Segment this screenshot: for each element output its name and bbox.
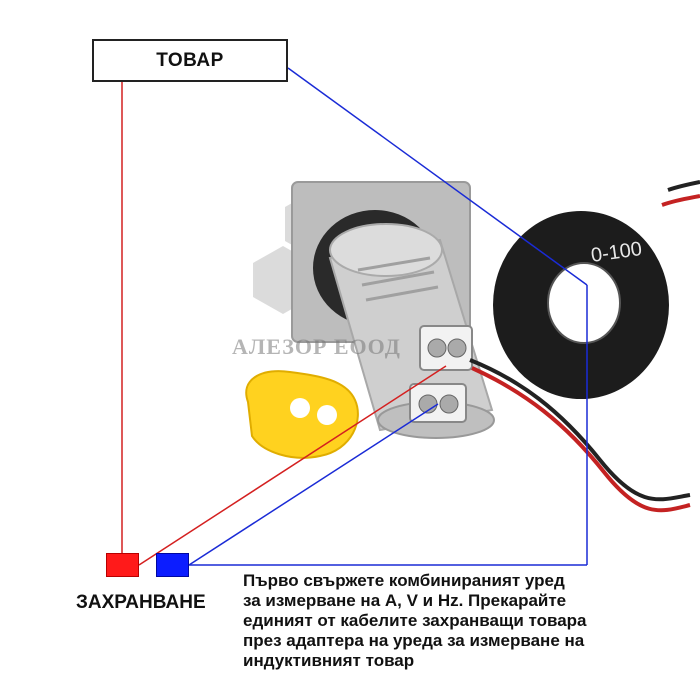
- storage-blue-terminal: [156, 553, 189, 577]
- product-label-box: ТОВАР: [92, 39, 288, 82]
- instruction-line: за измерване на A, V и Hz. Прекарайте: [243, 591, 567, 610]
- blue-connection-line: [188, 67, 588, 566]
- terminal-block-upper: [419, 325, 473, 371]
- storage-label: ЗАХРАНВАНЕ: [76, 592, 206, 613]
- watermark-text: АЛЕЗОР ЕООД: [232, 334, 401, 359]
- storage-red-terminal: [106, 553, 139, 577]
- red-connection-line: [121, 82, 447, 566]
- instructions-text: Първо свържете комбинираният уред за изм…: [243, 571, 693, 671]
- product-label: ТОВАР: [156, 49, 224, 71]
- meter-cables: [469, 358, 691, 513]
- instruction-line: индуктивният товар: [243, 651, 415, 670]
- current-ring: 0-100: [493, 180, 700, 399]
- instruction-line: единият от кабелите захранващи товара: [243, 611, 587, 630]
- yellow-clip: [245, 370, 359, 459]
- instruction-line: Първо свържете комбинираният уред: [243, 571, 565, 590]
- instruction-line: през адаптера на уреда за измерване на: [243, 631, 585, 650]
